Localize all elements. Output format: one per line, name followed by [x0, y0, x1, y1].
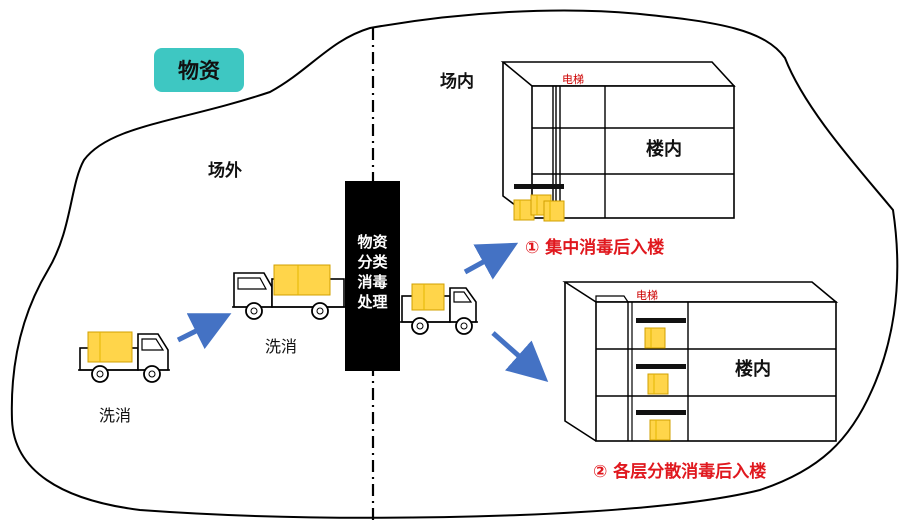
building-2-elevator-label: 电梯 [636, 289, 658, 302]
materials-badge-label: 物资 [178, 59, 220, 83]
zone-outside-label: 场外 [208, 161, 242, 181]
arrow-to-building-1 [463, 242, 519, 280]
truck-3 [400, 283, 478, 335]
truck-2-label: 洗消 [265, 337, 298, 356]
building-2 [562, 281, 839, 442]
building-1-body-label: 楼内 [646, 139, 682, 160]
building-1-caption: ① 集中消毒后入楼 [525, 238, 665, 258]
truck-2 [232, 264, 346, 320]
building-1 [500, 61, 736, 222]
process-line-4: 处理 [357, 293, 388, 311]
process-line-2: 分类 [357, 253, 388, 271]
building-1-elevator-label: 电梯 [562, 73, 584, 86]
zone-inside-label: 场内 [440, 72, 474, 92]
truck-1-label: 洗消 [99, 406, 132, 425]
process-line-3: 消毒 [357, 273, 388, 291]
truck-1 [78, 331, 170, 383]
building-2-body-label: 楼内 [735, 359, 771, 380]
materials-badge: 物资 [154, 48, 244, 92]
process-label: 物资 分类 消毒 处理 [345, 232, 400, 312]
arrow-to-building-2 [491, 331, 549, 382]
arrow-truck1-to-truck2 [176, 313, 232, 350]
site-boundary [10, 9, 899, 519]
process-line-1: 物资 [357, 233, 388, 251]
building-2-caption: ② 各层分散消毒后入楼 [593, 462, 767, 482]
process-block [345, 181, 400, 371]
